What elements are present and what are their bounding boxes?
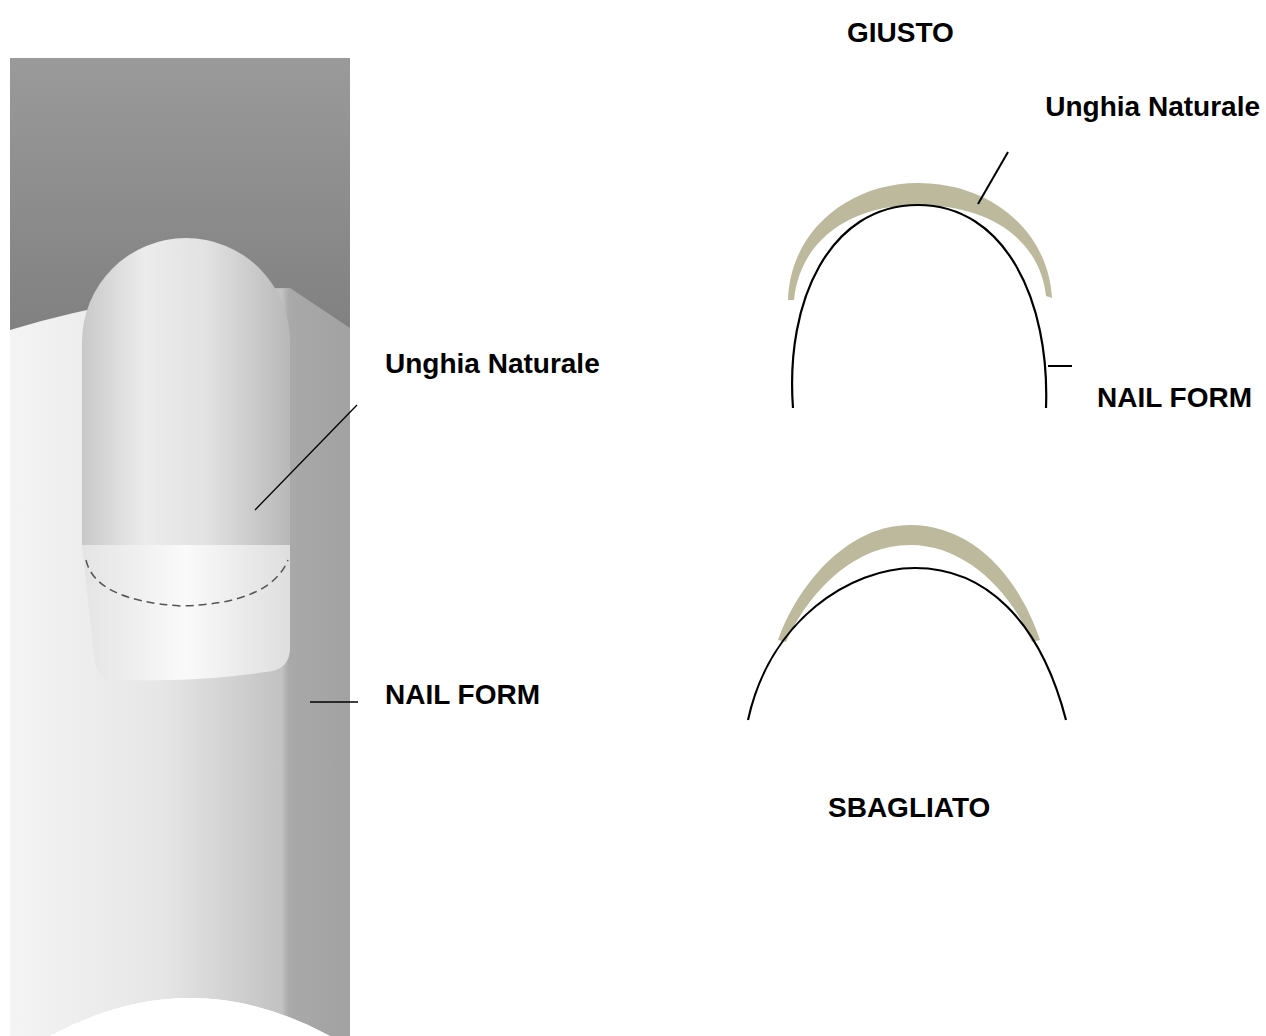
natural-nail bbox=[82, 238, 290, 545]
form-section bbox=[792, 205, 1046, 408]
part-label: GIUSTO bbox=[847, 16, 954, 50]
part-label: Unghia Naturale bbox=[1045, 90, 1260, 124]
free-edge bbox=[82, 545, 290, 680]
leader-line bbox=[1048, 365, 1072, 367]
form-cutout bbox=[50, 998, 330, 1036]
part-label: NAIL FORM bbox=[1097, 381, 1252, 415]
dashed-line bbox=[86, 560, 288, 606]
part-label: NAIL FORM bbox=[385, 678, 540, 712]
part-label: Unghia Naturale bbox=[385, 347, 600, 381]
part-label: SBAGLIATO bbox=[828, 791, 990, 825]
nail-section bbox=[778, 525, 1040, 642]
leader-line bbox=[978, 152, 1008, 204]
form-section bbox=[748, 568, 1066, 720]
leader-line bbox=[255, 405, 357, 510]
leader-line bbox=[310, 701, 358, 702]
nail-section bbox=[788, 183, 1052, 300]
